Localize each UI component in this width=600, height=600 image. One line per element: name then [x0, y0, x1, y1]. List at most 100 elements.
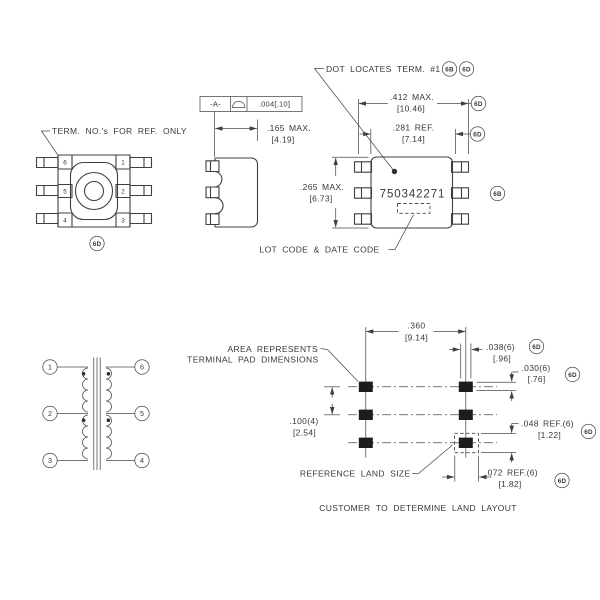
svg-text:3: 3 — [48, 456, 52, 465]
top-view-body — [57, 154, 131, 228]
area-represents-label-2: TERMINAL PAD DIMENSIONS — [187, 355, 318, 365]
toroid-outer-circle — [74, 171, 114, 211]
balloon-6d-038: 6D — [528, 338, 545, 355]
area-represents-label-1: AREA REPRESENTS — [227, 344, 318, 354]
dim-030-mm: [.76] — [528, 374, 546, 384]
schematic-leads — [57, 366, 135, 461]
terminal-1-dot — [391, 168, 398, 175]
leader-line — [313, 68, 395, 172]
customer-note-label: CUSTOMER TO DETERMINE LAND LAYOUT — [319, 503, 517, 513]
dim-165-mm: [4.19] — [272, 135, 295, 145]
schematic-terminal-6: 6 — [134, 359, 150, 375]
leader-line — [412, 444, 453, 474]
core-lines — [93, 357, 101, 470]
part-number-marking: 750342271 — [380, 189, 446, 201]
balloon-6d-top-view: 6D — [89, 235, 105, 252]
pad-number-6: 6 — [63, 160, 67, 167]
land-pattern: .360 [9.14] .038(6) [.96] 6D .030(6) [.7… — [187, 321, 597, 513]
core-outline — [69, 161, 119, 221]
balloon-6b-front: 6B — [489, 185, 506, 202]
side-view-body — [215, 157, 259, 228]
svg-text:6D: 6D — [93, 241, 102, 248]
balloon-6d-048: 6D — [580, 423, 597, 440]
schematic-terminal-4: 4 — [134, 452, 150, 469]
leader-line — [320, 348, 359, 382]
svg-text:6D: 6D — [474, 101, 483, 108]
svg-text:6D: 6D — [462, 66, 471, 73]
datum-label: -A- — [210, 100, 221, 109]
schematic: 1 2 3 6 5 4 — [42, 357, 150, 470]
toroid-inner-circle — [83, 180, 105, 202]
dim-038: .038(6) — [486, 342, 515, 352]
dim-412: .412 MAX. — [390, 92, 434, 102]
dim-360-mm: [9.14] — [405, 333, 428, 343]
dim-265-mm: [6.73] — [309, 194, 332, 204]
dim-048: .048 REF.(6) — [521, 419, 574, 429]
leader-line — [40, 130, 58, 155]
dot-note-label: DOT LOCATES TERM. #1 — [326, 64, 440, 74]
schematic-terminal-3: 3 — [42, 452, 58, 469]
side-view-terminals — [205, 160, 220, 226]
pad-number-4: 4 — [63, 218, 67, 225]
dim-360: .360 — [408, 321, 426, 331]
pad-number-5: 5 — [63, 189, 67, 196]
body-contour-wave — [214, 197, 224, 215]
term-ref-label: TERM. NO.'s FOR REF. ONLY — [52, 126, 187, 136]
leader-line — [388, 214, 414, 250]
balloon-6d-412: 6D — [470, 95, 486, 112]
dim-072-mm: [1.82] — [499, 479, 522, 489]
flatness-tolerance: .004[.10] — [259, 100, 290, 109]
top-view-pads: 6 5 4 1 2 3 — [57, 154, 131, 228]
dim-281-mm: [7.14] — [402, 134, 425, 144]
balloon-6d-030: 6D — [564, 366, 581, 383]
terminal-pads — [358, 381, 473, 448]
dim-048-mm: [1.22] — [538, 430, 561, 440]
dim-038-mm: [.96] — [493, 354, 511, 364]
svg-text:4: 4 — [140, 456, 144, 465]
dim-265: .265 MAX. — [300, 182, 344, 192]
dim-165: .165 MAX. — [267, 123, 311, 133]
dim-030: .030(6) — [522, 363, 551, 373]
dim-281: .281 REF. — [393, 123, 435, 133]
schematic-terminal-1: 1 — [42, 359, 58, 375]
svg-text:6B: 6B — [493, 191, 502, 198]
balloon-6b-dot-note: 6B — [441, 61, 458, 77]
balloon-6d-281: 6D — [469, 126, 486, 142]
flatness-symbol-icon — [232, 100, 246, 108]
front-view: DOT LOCATES TERM. #1 6B 6D .412 MAX. [10… — [260, 61, 506, 255]
svg-text:6: 6 — [140, 363, 144, 372]
svg-text:6D: 6D — [473, 131, 482, 138]
reference-land-label: REFERENCE LAND SIZE — [300, 469, 411, 479]
top-view: TERM. NO.'s FOR REF. ONLY 6 5 4 1 2 3 — [35, 126, 187, 252]
pad-number-2: 2 — [121, 189, 125, 196]
dim-412-mm: [10.46] — [397, 104, 425, 114]
top-view-pin — [35, 156, 153, 225]
balloon-6d-dot-note: 6D — [458, 61, 475, 77]
svg-text:5: 5 — [140, 409, 144, 418]
body-contour-wave — [214, 170, 223, 188]
dim-100-mm: [2.54] — [293, 428, 316, 438]
svg-text:2: 2 — [48, 409, 52, 418]
svg-text:6D: 6D — [532, 344, 541, 351]
svg-text:1: 1 — [48, 363, 52, 372]
polarity-dots — [81, 372, 111, 423]
reference-land-outline — [454, 432, 479, 454]
lot-code-label: LOT CODE & DATE CODE — [260, 245, 380, 255]
pad-number-3: 3 — [121, 218, 125, 225]
balloon-6d-072: 6D — [554, 472, 570, 489]
dim-072: .072 REF.(6) — [485, 468, 538, 478]
svg-text:6B: 6B — [445, 66, 454, 73]
svg-text:6D: 6D — [568, 372, 577, 379]
svg-text:6D: 6D — [558, 478, 567, 485]
svg-text:6D: 6D — [584, 429, 593, 436]
front-view-pins — [353, 161, 470, 225]
schematic-terminal-5: 5 — [134, 405, 150, 422]
side-view: -A- .004[.10] .165 MAX. [4.19] — [199, 96, 311, 228]
winding-coils — [82, 367, 112, 460]
pad-number-1: 1 — [121, 160, 125, 167]
date-code-area — [397, 203, 431, 214]
feature-control-frame: -A- .004[.10] — [199, 96, 303, 112]
schematic-terminal-2: 2 — [42, 405, 58, 422]
